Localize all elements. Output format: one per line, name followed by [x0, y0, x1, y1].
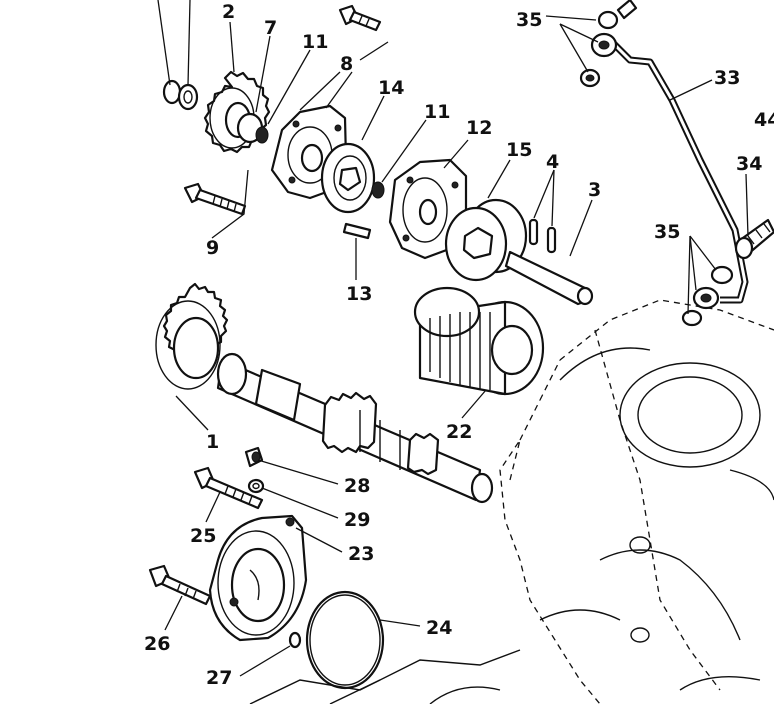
part-22-oil-filter	[413, 286, 545, 396]
part-1-sprocket	[155, 282, 229, 390]
callout-44: 44	[754, 109, 774, 131]
callout-1: 1	[206, 431, 219, 453]
part-11-pin	[371, 181, 385, 199]
callout-2: 2	[222, 1, 235, 23]
crankcase-bore	[619, 362, 761, 468]
callout-34: 34	[736, 153, 762, 175]
leader-lines	[157, 0, 749, 677]
part-33-oil-pipe	[607, 37, 749, 304]
callout-4: 4	[546, 151, 559, 173]
part-7-bearing	[236, 112, 269, 144]
callout-35-lower: 35	[654, 221, 680, 243]
part-34-union-bolt	[734, 218, 774, 260]
part-9-bolt	[183, 182, 247, 216]
callout-7: 7	[264, 17, 277, 39]
callout-25: 25	[190, 525, 216, 547]
callout-35-top: 35	[516, 9, 542, 31]
callout-11-lower: 11	[424, 101, 450, 123]
part-27-o-ring-small	[288, 631, 302, 649]
callout-13: 13	[346, 283, 372, 305]
callout-24: 24	[426, 617, 452, 639]
part-13-dowel	[342, 222, 372, 240]
part-3-shaft	[504, 250, 594, 306]
part-washers-top-left	[162, 79, 199, 111]
part-15-outer-rotor	[444, 198, 528, 282]
callout-27: 27	[206, 667, 232, 689]
callout-26: 26	[144, 633, 170, 655]
part-26-bolt	[148, 564, 212, 606]
callout-14: 14	[378, 77, 404, 99]
part-24-o-ring	[305, 590, 385, 690]
part-28-plug	[244, 446, 264, 468]
callout-8: 8	[340, 53, 353, 75]
part-35-banjo-bolt-top	[579, 0, 638, 88]
part-4-pins	[528, 218, 557, 254]
callout-11-upper: 11	[302, 31, 328, 53]
callout-12: 12	[466, 117, 492, 139]
part-shaft-assembly	[216, 352, 494, 504]
part-23-cover	[208, 514, 308, 642]
callout-labels: 2 7 11 8 14 11 12 15 4 3 9 13 35 33 44 3…	[144, 1, 774, 689]
callout-28: 28	[344, 475, 370, 497]
part-bolt-top-center	[338, 4, 382, 32]
callout-3: 3	[588, 179, 601, 201]
callout-23: 23	[348, 543, 374, 565]
callout-22: 22	[446, 421, 472, 443]
part-29-washer	[247, 478, 265, 494]
callout-15: 15	[506, 139, 532, 161]
crankcase	[249, 299, 774, 704]
callout-9: 9	[206, 237, 219, 259]
part-14-rotor	[320, 142, 376, 214]
part-25-bolt	[193, 466, 264, 510]
part-35-banjo-bolt-lower	[681, 265, 734, 327]
callout-29: 29	[344, 509, 370, 531]
callout-33: 33	[714, 67, 740, 89]
